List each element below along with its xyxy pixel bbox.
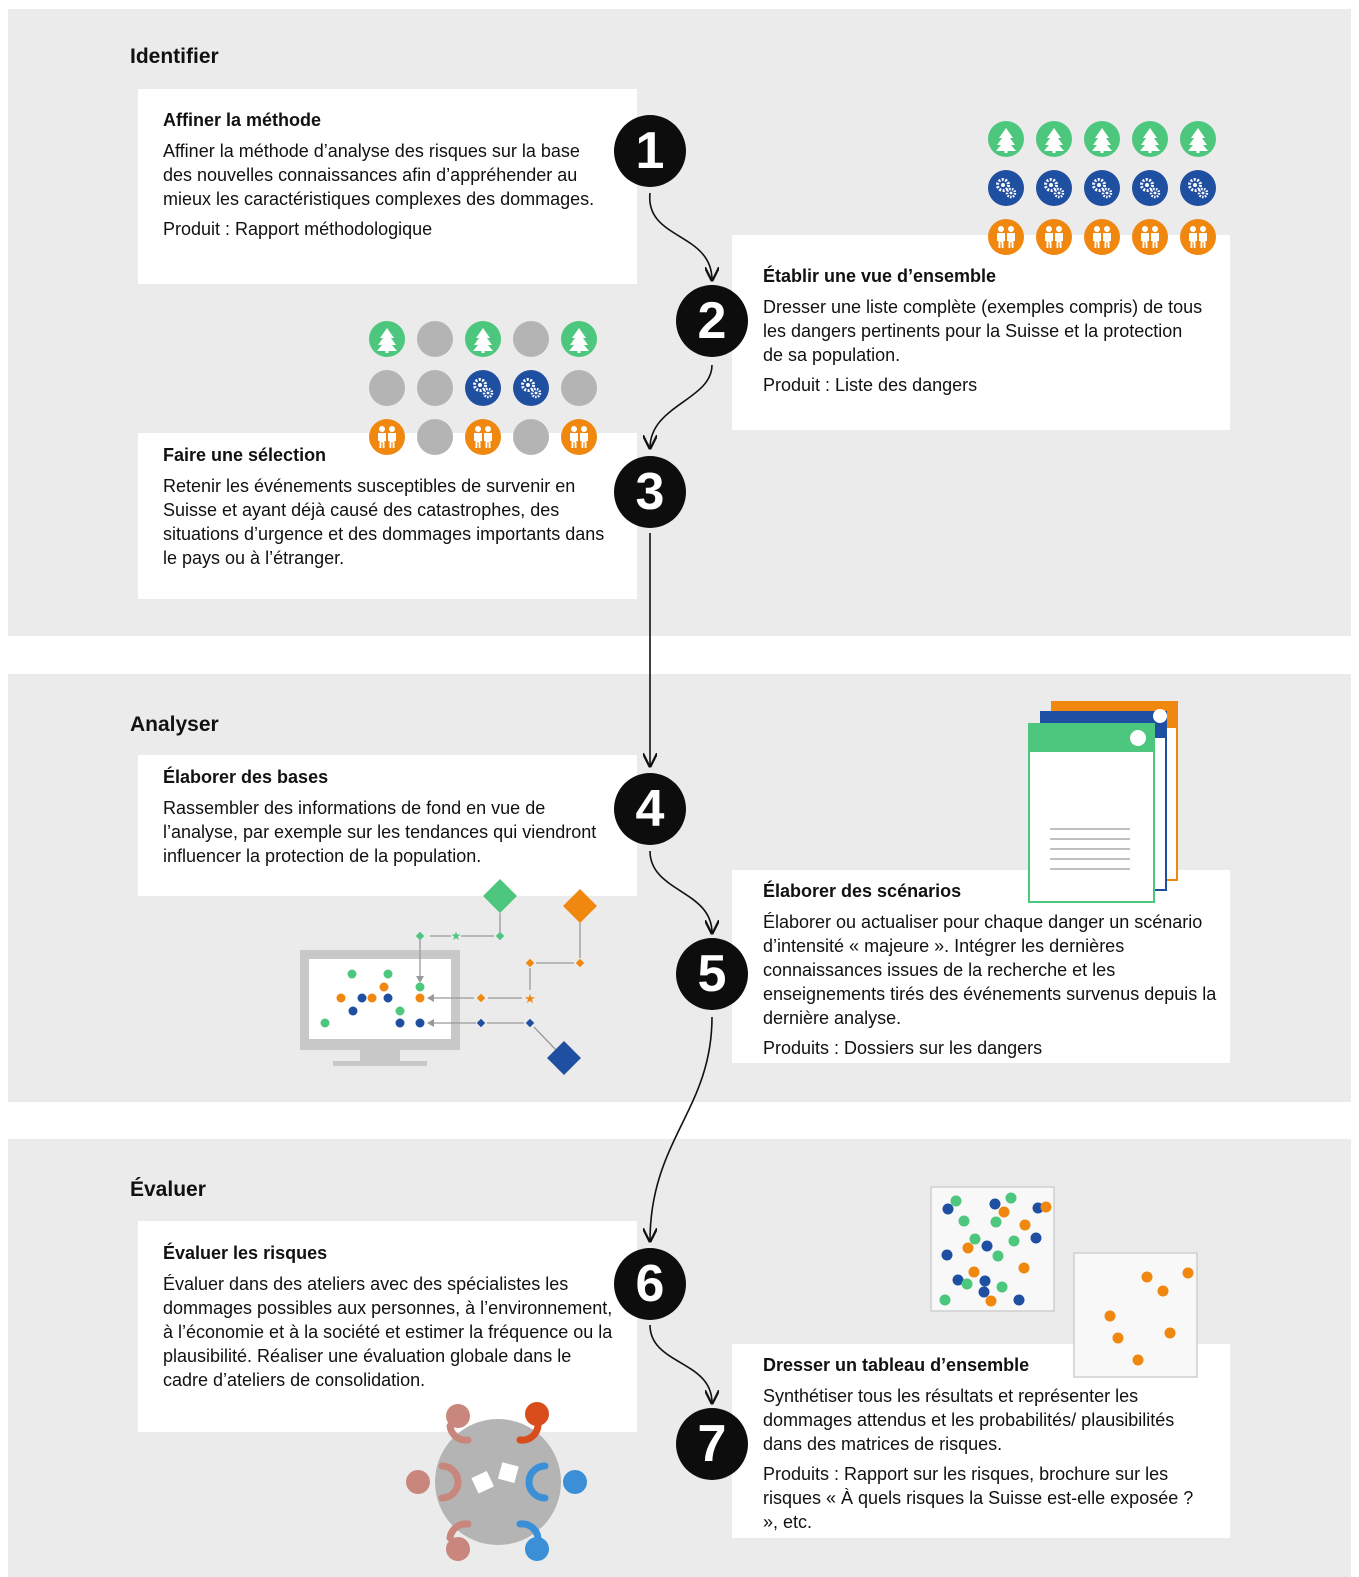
arrow-2-3 — [650, 364, 713, 448]
tree-icon — [465, 321, 501, 357]
gears-icon — [988, 170, 1024, 206]
step-4-title: Élaborer des bases — [163, 767, 329, 787]
people-icon — [1180, 219, 1216, 255]
people-icon — [369, 419, 405, 455]
people-icon — [988, 219, 1024, 255]
hazard-grid-full — [988, 121, 1218, 255]
step-1-product: Produit : Rapport méthodologique — [163, 219, 433, 239]
step-2-body: Dresser une liste complète (exemples com… — [763, 297, 1203, 365]
arrow-6-7 — [649, 1324, 712, 1403]
section-title-evaluer: Évaluer — [130, 1178, 206, 1201]
step-4-number: 4 — [614, 773, 686, 845]
blank-hazard-dot — [369, 370, 405, 406]
blank-hazard-dot — [417, 321, 453, 357]
people-icon — [561, 419, 597, 455]
step-1-body: Affiner la méthode d’analyse des risques… — [163, 141, 595, 209]
step-5-body: Élaborer ou actualiser pour chaque dange… — [763, 912, 1217, 1028]
step-6-body: Évaluer dans des ateliers avec des spéci… — [163, 1274, 613, 1390]
step-7-title: Dresser un tableau d’ensemble — [763, 1355, 1030, 1375]
step-3-body: Retenir les événements susceptibles de s… — [163, 476, 605, 568]
tree-icon — [988, 121, 1024, 157]
step-2-product: Produit : Liste des dangers — [763, 375, 978, 395]
tree-icon — [1036, 121, 1072, 157]
gears-icon — [1036, 170, 1072, 206]
step-3-title: Faire une sélection — [163, 445, 327, 465]
step-7-product: Produits : Rapport sur les risques, broc… — [763, 1464, 1194, 1532]
blank-hazard-dot — [417, 370, 453, 406]
people-icon — [465, 419, 501, 455]
section-title-analyser: Analyser — [130, 713, 219, 736]
step-2-card: Établir une vue d’ensemble Dresser une l… — [732, 235, 1230, 430]
tree-icon — [1180, 121, 1216, 157]
step-2-title: Établir une vue d’ensemble — [763, 266, 997, 286]
arrow-1-2 — [649, 192, 712, 280]
hazard-grid-selected — [369, 321, 599, 455]
people-icon — [1132, 219, 1168, 255]
arrow-4-5 — [649, 850, 712, 933]
step-4-card: Élaborer des bases Rassembler des inform… — [138, 755, 637, 896]
gears-icon — [465, 370, 501, 406]
step-4-body: Rassembler des informations de fond en v… — [163, 798, 597, 866]
step-3-number: 3 — [614, 456, 686, 528]
step-1-number: 1 — [614, 115, 686, 187]
step-5-title: Élaborer des scénarios — [763, 881, 962, 901]
step-7-number: 7 — [676, 1408, 748, 1480]
tree-icon — [1084, 121, 1120, 157]
gears-icon — [1132, 170, 1168, 206]
gears-icon — [1180, 170, 1216, 206]
step-6-title: Évaluer les risques — [163, 1243, 328, 1263]
step-5-product: Produits : Dossiers sur les dangers — [763, 1038, 1043, 1058]
blank-hazard-dot — [561, 370, 597, 406]
step-7-body: Synthétiser tous les résultats et représ… — [763, 1386, 1175, 1454]
arrow-5-6 — [650, 1016, 713, 1241]
tree-icon — [561, 321, 597, 357]
blank-hazard-dot — [513, 321, 549, 357]
blank-hazard-dot — [417, 419, 453, 455]
step-6-number: 6 — [614, 1248, 686, 1320]
tree-icon — [1132, 121, 1168, 157]
step-6-card: Évaluer les risques Évaluer dans des ate… — [138, 1221, 637, 1432]
step-2-number: 2 — [676, 285, 748, 357]
step-5-number: 5 — [676, 938, 748, 1010]
people-icon — [1084, 219, 1120, 255]
gears-icon — [1084, 170, 1120, 206]
blank-hazard-dot — [513, 419, 549, 455]
step-3-card: Faire une sélection Retenir les événemen… — [138, 433, 637, 599]
gears-icon — [513, 370, 549, 406]
people-icon — [1036, 219, 1072, 255]
section-title-identifier: Identifier — [130, 45, 219, 68]
step-1-card: Affiner la méthode Affiner la méthode d’… — [138, 89, 637, 284]
step-1-title: Affiner la méthode — [163, 110, 322, 130]
tree-icon — [369, 321, 405, 357]
